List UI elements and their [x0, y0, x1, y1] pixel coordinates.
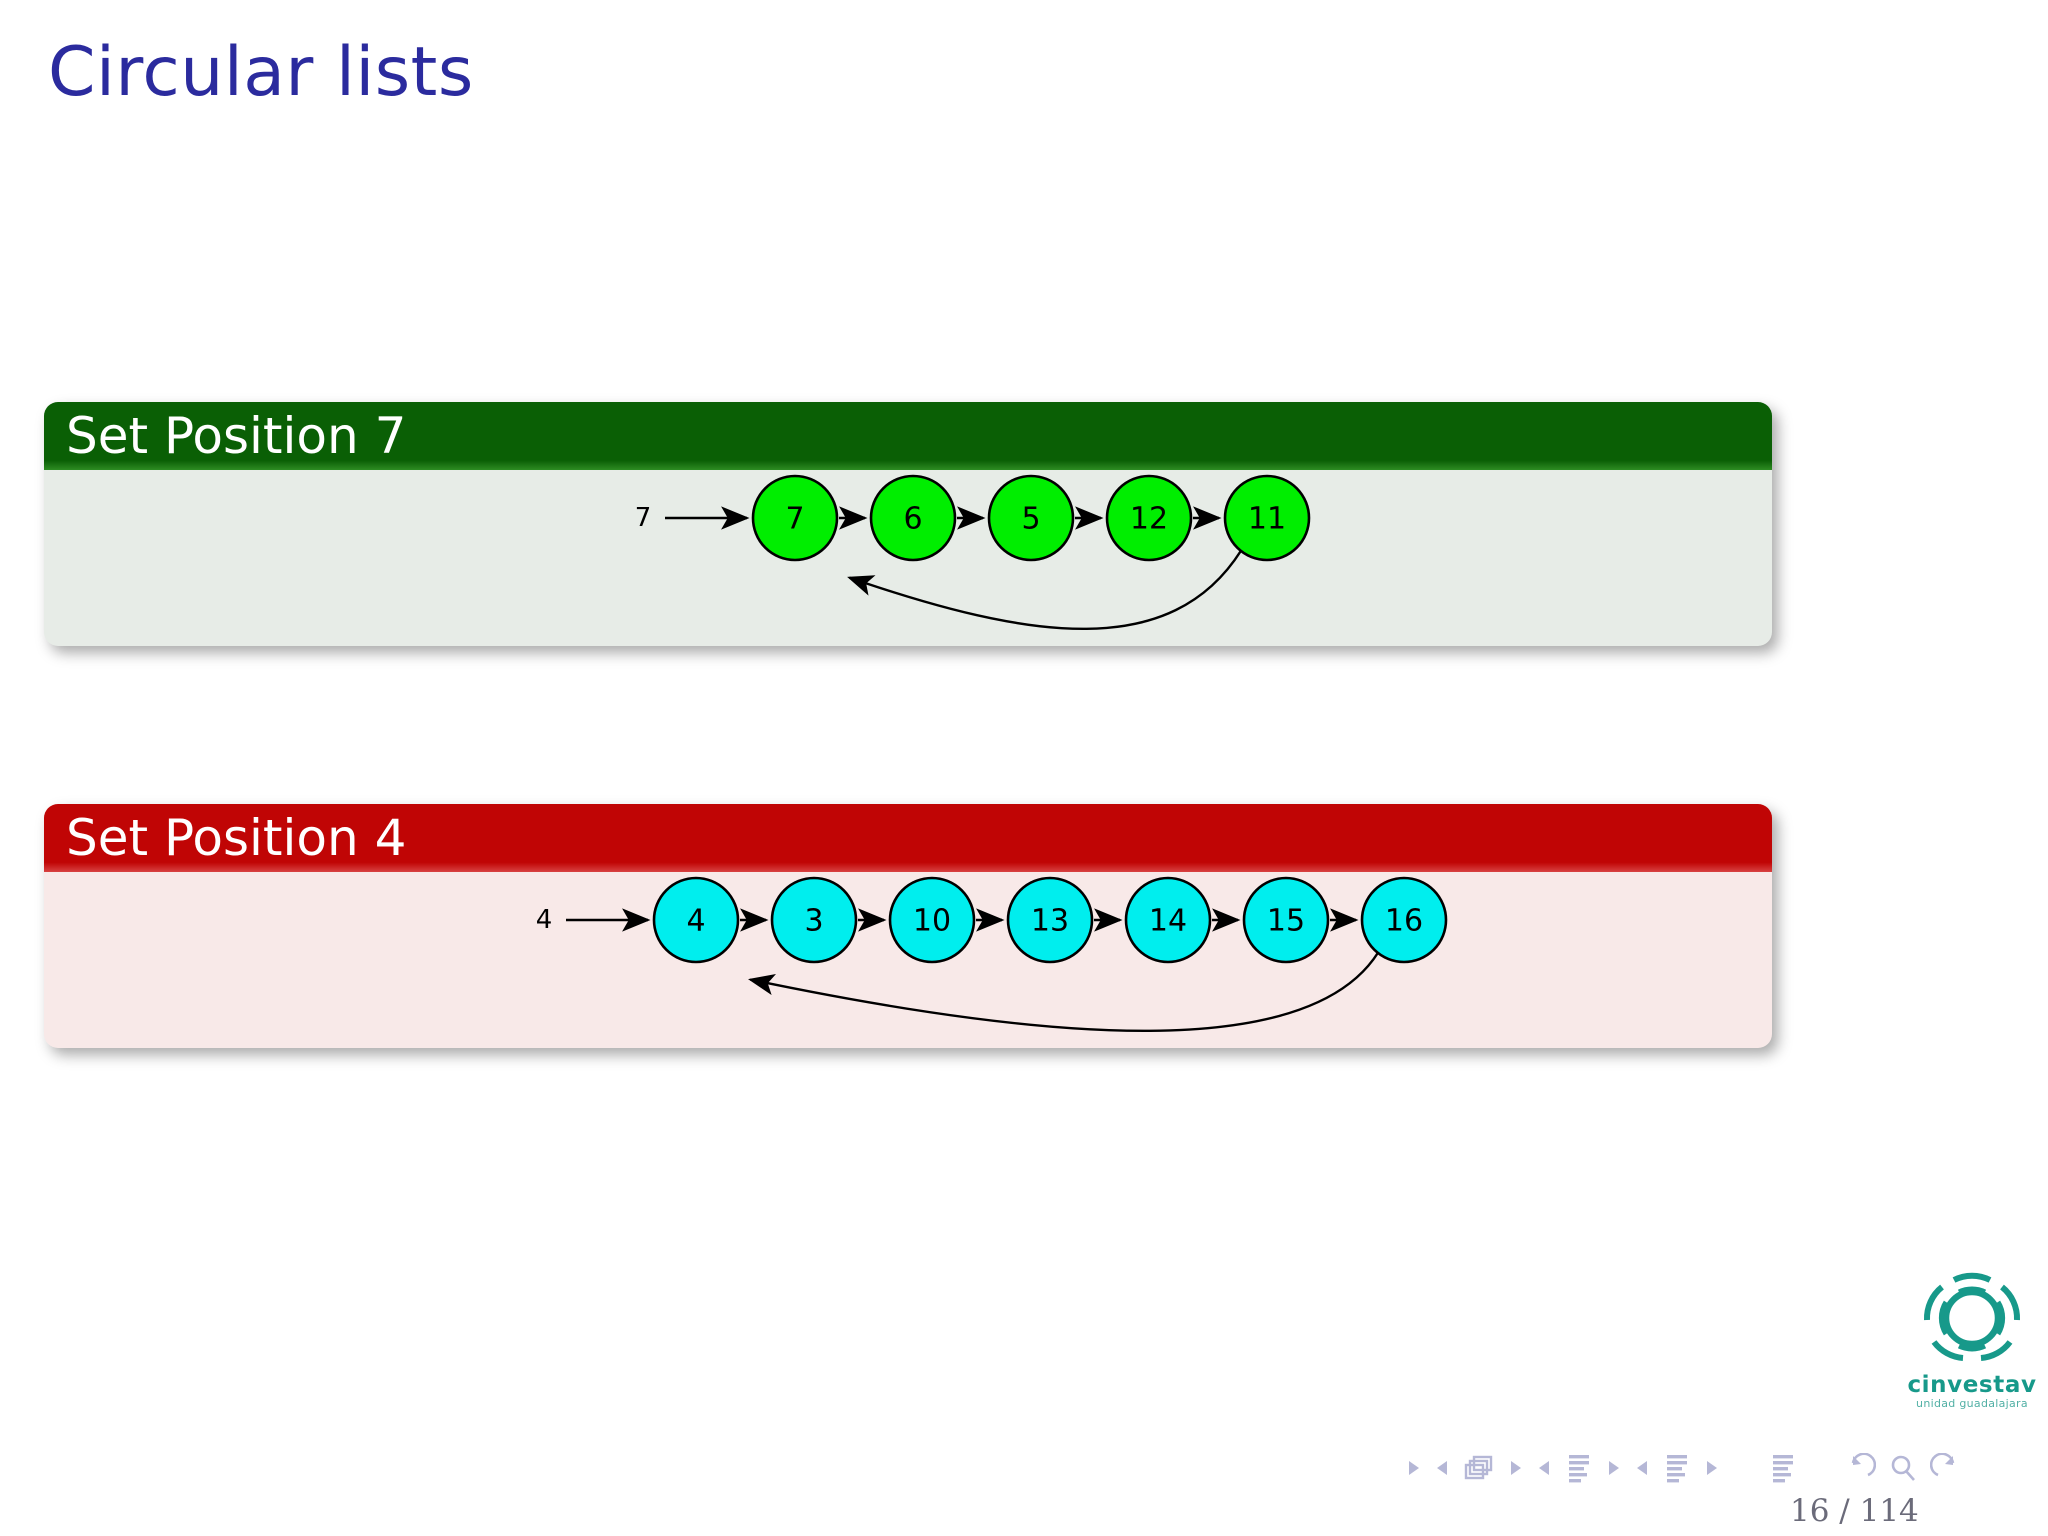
list-node-value: 3	[804, 904, 823, 939]
block-body-set-position-7: 7 7 6 5 12 11	[44, 470, 1772, 646]
list-node[interactable]	[770, 876, 858, 964]
list-node[interactable]	[751, 474, 839, 562]
list-node[interactable]	[1242, 876, 1330, 964]
list-node-value: 11	[1248, 502, 1286, 537]
list-node[interactable]	[987, 474, 1075, 562]
back-icon[interactable]	[1844, 1452, 1877, 1487]
circular-back-arrow	[847, 550, 1242, 631]
list-node-value: 16	[1385, 904, 1423, 939]
list-node-value: 15	[1267, 904, 1305, 939]
list-node[interactable]	[1223, 474, 1311, 562]
cinvestav-mark-icon	[1923, 1272, 2021, 1361]
logo-wordmark: cinvestav	[1907, 1372, 2037, 1398]
next-section-icon[interactable]	[1704, 1458, 1720, 1482]
list-node-value: 12	[1130, 502, 1168, 537]
forward-icon[interactable]	[1929, 1452, 1962, 1487]
list-node[interactable]	[1124, 876, 1212, 964]
page-counter: 16 / 114	[1790, 1493, 1919, 1529]
list-node-value: 4	[686, 904, 705, 939]
list-node-value: 5	[1021, 502, 1040, 537]
frames-icon[interactable]	[1462, 1453, 1496, 1487]
list-node[interactable]	[888, 876, 976, 964]
block-set-position-7: Set Position 7 7 7 6 5 12 11	[44, 402, 1772, 646]
block-title-text: Set Position 4	[66, 809, 407, 867]
prev-subsection-icon[interactable]	[1536, 1458, 1552, 1482]
list-node-value: 6	[903, 502, 922, 537]
block-header-set-position-7: Set Position 7	[44, 402, 1772, 470]
block-body-set-position-4: 4 4 3 10 13 14 15 16	[44, 872, 1772, 1048]
list-node[interactable]	[1006, 876, 1094, 964]
entry-label: 7	[635, 503, 652, 533]
entry-label: 4	[536, 905, 553, 935]
next-frame-icon[interactable]	[1508, 1458, 1524, 1482]
list-node-value: 7	[785, 502, 804, 537]
beamer-navigation-bar[interactable]	[1400, 1448, 2000, 1492]
first-frame-icon[interactable]	[1406, 1458, 1422, 1482]
cinvestav-logo: cinvestav unidad guadalajara	[1906, 1268, 2038, 1418]
block-header-set-position-4: Set Position 4	[44, 804, 1772, 872]
circular-list-diagram-red: 4 4 3 10 13 14 15 16	[536, 876, 1448, 1033]
list-node[interactable]	[1360, 876, 1448, 964]
prev-frame-icon[interactable]	[1434, 1458, 1450, 1482]
page-title: Circular lists	[48, 33, 474, 112]
section-icon[interactable]	[1662, 1452, 1692, 1488]
circular-back-arrow	[748, 952, 1379, 1033]
logo-subwordmark: unidad guadalajara	[1916, 1397, 2028, 1410]
document-icon[interactable]	[1768, 1452, 1798, 1488]
list-node[interactable]	[1105, 474, 1193, 562]
prev-section-icon[interactable]	[1634, 1458, 1650, 1482]
block-set-position-4: Set Position 4 4 4 3 10 13 14 15 16	[44, 804, 1772, 1048]
subsection-icon[interactable]	[1564, 1452, 1594, 1488]
list-node-value: 13	[1031, 904, 1069, 939]
list-node[interactable]	[652, 876, 740, 964]
next-subsection-icon[interactable]	[1606, 1458, 1622, 1482]
list-node-value: 10	[913, 904, 951, 939]
circular-list-diagram-green: 7 7 6 5 12 11	[635, 474, 1311, 631]
list-node[interactable]	[869, 474, 957, 562]
block-title-text: Set Position 7	[66, 407, 407, 465]
list-node-value: 14	[1149, 904, 1187, 939]
search-icon[interactable]	[1888, 1453, 1918, 1487]
